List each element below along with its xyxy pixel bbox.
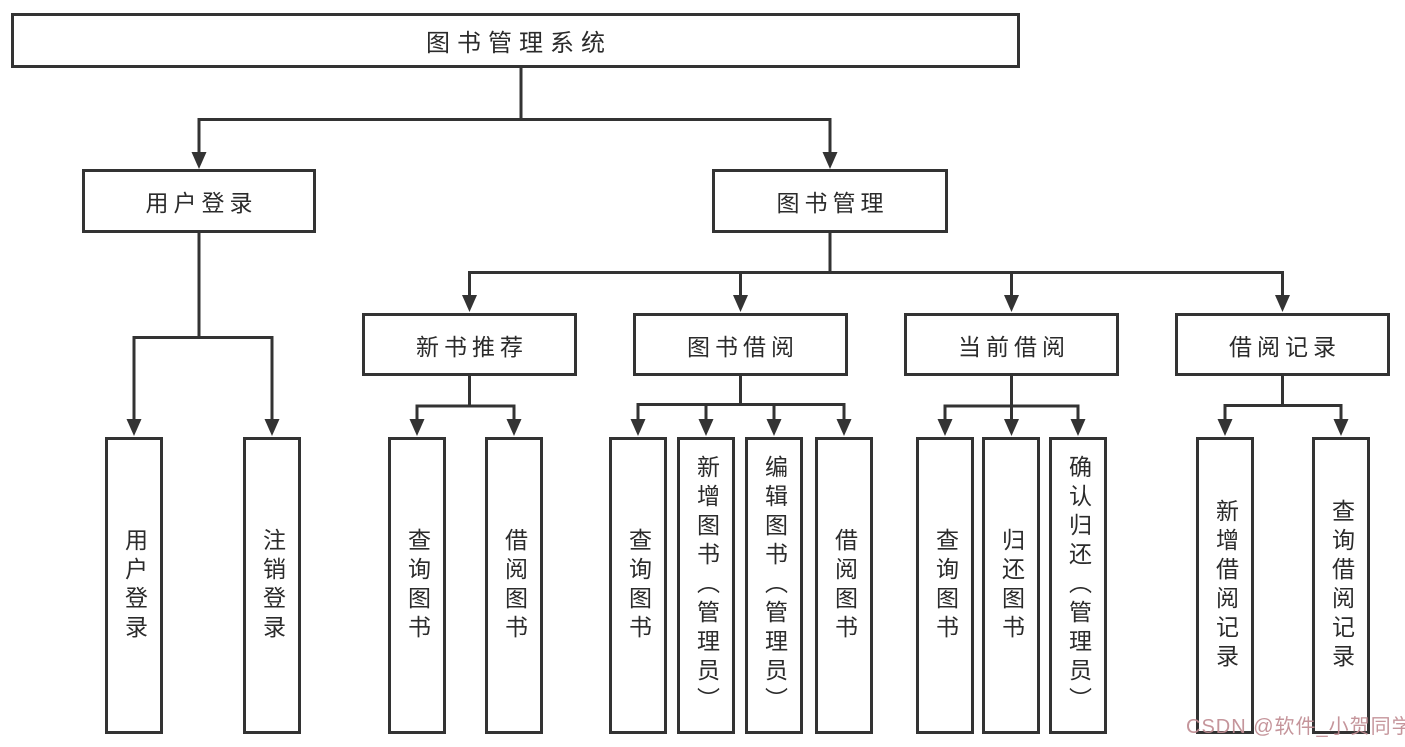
- leaf-confirm-return-admin: 确认归还（管理员）: [1049, 437, 1107, 734]
- leaf-query-books-2: 查询图书: [609, 437, 667, 734]
- arrowheads: [126, 152, 1349, 436]
- leaf-query-books-1: 查询图书: [388, 437, 446, 734]
- node-user-login-group: 用户登录: [82, 169, 316, 233]
- leaf-user-login: 用户登录: [105, 437, 163, 734]
- node-book-management: 图书管理: [712, 169, 948, 233]
- leaf-borrow-books-1: 借阅图书: [485, 437, 543, 734]
- connector-borrow-records-group: [1223, 374, 1343, 422]
- node-borrowing-records: 借阅记录: [1175, 313, 1390, 376]
- connector-book-borrow-group: [636, 374, 846, 422]
- leaf-query-books-3: 查询图书: [916, 437, 974, 734]
- connector-root-to-level2: [197, 66, 832, 155]
- leaf-add-borrow-record: 新增借阅记录: [1196, 437, 1254, 734]
- leaf-return-book: 归还图书: [982, 437, 1040, 734]
- connector-new-book-rec-group: [415, 374, 516, 422]
- leaf-borrow-books-2: 借阅图书: [815, 437, 873, 734]
- node-current-borrowing: 当前借阅: [904, 313, 1119, 376]
- node-library-management-system: 图书管理系统: [11, 13, 1020, 68]
- connector-user-login-group: [132, 231, 274, 422]
- node-new-book-recommendation: 新书推荐: [362, 313, 577, 376]
- leaf-add-book-admin: 新增图书（管理员）: [677, 437, 735, 734]
- node-book-borrowing: 图书借阅: [633, 313, 848, 376]
- connector-book-mgmt-to-level3: [468, 231, 1284, 298]
- leaf-edit-book-admin: 编辑图书（管理员）: [745, 437, 803, 734]
- connector-current-borrow-group: [943, 374, 1080, 422]
- leaf-query-borrow-record: 查询借阅记录: [1312, 437, 1370, 734]
- leaf-logout: 注销登录: [243, 437, 301, 734]
- csdn-watermark: CSDN @软件_小贺同学: [1186, 716, 1405, 738]
